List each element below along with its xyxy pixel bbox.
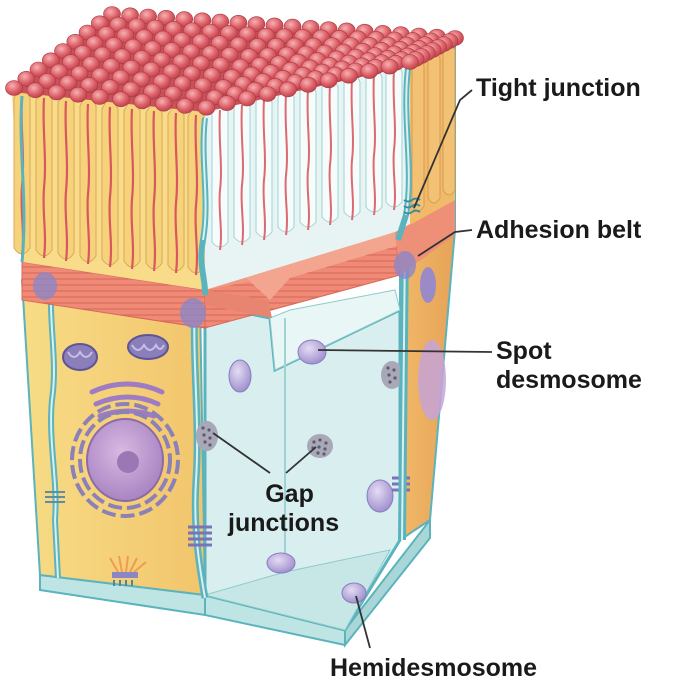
microvillus-tip [259, 87, 276, 102]
gap-junctions-label-line2: junctions [228, 509, 339, 538]
microvillus-tip [279, 82, 296, 97]
spot-desmosome-label-line1: Spot [496, 337, 642, 366]
microvillus-tip [155, 96, 172, 111]
microvillus-tip [198, 100, 215, 115]
microvillus-tip [48, 85, 65, 100]
gap-junction-spot [196, 421, 218, 451]
mitochondrion [128, 335, 168, 359]
microvillus-tip [91, 90, 108, 105]
microvillus-tip [402, 55, 419, 70]
cutaway-cell [188, 290, 410, 630]
microvillus-tip [6, 81, 23, 96]
microvillus-tip [300, 77, 317, 92]
microvillus-tip [340, 68, 357, 83]
microvillus-tip [381, 59, 398, 74]
microvillus-tip [112, 92, 129, 107]
microvillus-tip [70, 87, 87, 102]
mitochondrion [63, 344, 97, 370]
microvillus-tip [361, 64, 378, 79]
gap-junctions-label-line1: Gap [228, 480, 339, 509]
microvillus-tip [320, 73, 337, 88]
tight-junction-label: Tight junction [476, 74, 641, 103]
microvillus-tip [27, 83, 44, 98]
spot-desmosome-label-line2: desmosome [496, 366, 642, 395]
gap-junction-spot [307, 434, 333, 458]
microvillus-tip [134, 94, 151, 109]
microvillus-tip [177, 98, 194, 113]
adhesion-belt-label: Adhesion belt [476, 216, 641, 245]
spot-desmosome-label: Spot desmosome [496, 337, 642, 395]
hemidesmosome-label: Hemidesmosome [330, 654, 537, 683]
nucleolus [117, 451, 139, 473]
gap-junctions-label: Gap junctions [228, 480, 339, 538]
microvillus-tip [218, 96, 235, 111]
microvillus-tip [239, 91, 256, 106]
